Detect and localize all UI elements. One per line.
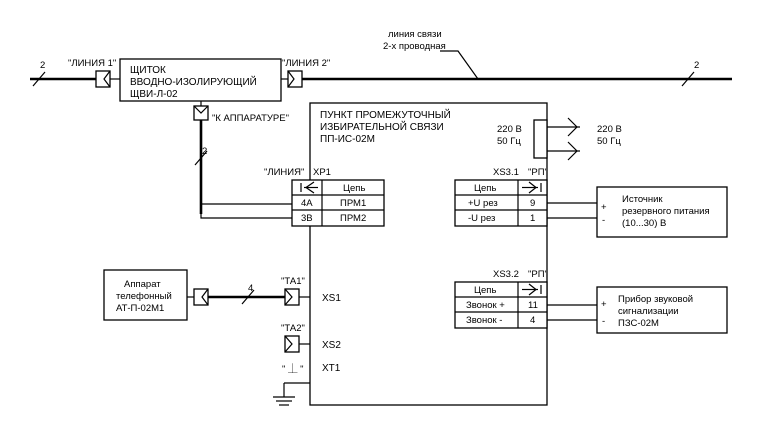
xs32-header: Цепь	[474, 285, 496, 296]
xs31-name: "РП"	[528, 167, 548, 178]
shield-block	[95, 58, 303, 121]
sound-alarm-title-2: сигнализации	[618, 306, 679, 317]
station-title-3: ПП-ИС-02М	[320, 134, 375, 145]
line1-label: "ЛИНИЯ 1"	[68, 58, 116, 69]
xs1-ref: XS1	[322, 293, 341, 304]
xs31-header: Цепь	[474, 183, 496, 194]
xs31-ref: XS3.1	[493, 167, 519, 178]
sound-alarm-title-3: ПЗС-02М	[618, 318, 659, 329]
xs32-row1-circuit: Звонок +	[466, 300, 505, 311]
reserve-power-title-3: (10...30) В	[622, 218, 666, 229]
xs32-name: "РП"	[528, 269, 548, 280]
comm-line-label-1: линия связи	[388, 29, 442, 40]
xp1-name: "ЛИНИЯ"	[264, 167, 304, 178]
sound-alarm-plus: +	[601, 299, 607, 310]
wire-count-down: 2	[202, 146, 207, 157]
xs31-table	[454, 179, 597, 227]
station-title-2: ИЗБИРАТЕЛЬНОЙ СВЯЗИ	[320, 120, 444, 133]
xs31-row1-circuit: +U рез	[468, 198, 498, 209]
station-title-1: ПУНКТ ПРОМЕЖУТОЧНЫЙ	[320, 108, 451, 121]
xp1-table	[291, 179, 385, 227]
telephone-title-2: телефонный	[116, 291, 172, 302]
wire-count-right: 2	[694, 60, 699, 71]
xs32-row2-pin: 4	[530, 315, 535, 326]
xp1-row2-circuit: ПРМ2	[340, 213, 366, 224]
xs32-row2-circuit: Звонок -	[466, 315, 502, 326]
telephone-wire-count: 4	[248, 283, 253, 294]
ta1-label: "ТА1"	[281, 276, 305, 287]
power-out-frequency: 50 Гц	[597, 136, 621, 147]
station-block	[309, 102, 548, 406]
reserve-power-block	[596, 186, 728, 238]
ground-label: " ⏊ "	[282, 363, 304, 375]
xs1-socket	[284, 288, 310, 306]
to-equipment-label: "К АППАРАТУРЕ"	[212, 113, 289, 124]
xs31-row2-pin: 1	[530, 213, 535, 224]
ground-terminal	[273, 382, 310, 406]
line-to-xp1	[194, 120, 292, 219]
communication-line	[30, 50, 732, 87]
reserve-power-minus: -	[602, 215, 605, 226]
telephone-title-3: АТ-П-02М1	[116, 303, 164, 314]
telephone-block	[103, 269, 285, 321]
xs32-ref: XS3.2	[493, 269, 519, 280]
shield-title-2: ВВОДНО-ИЗОЛИРУЮЩИЙ	[130, 75, 257, 88]
xp1-ref: ХР1	[313, 167, 331, 178]
reserve-power-title-1: Источник	[622, 194, 663, 205]
ta2-label: "ТА2"	[281, 323, 305, 334]
power-out-voltage: 220 В	[597, 124, 622, 135]
xs31-row2-circuit: -U рез	[468, 213, 495, 224]
xp1-header: Цепь	[343, 183, 365, 194]
wire-count-left: 2	[40, 60, 45, 71]
xp1-row1-circuit: ПРМ1	[340, 198, 366, 209]
sound-alarm-minus: -	[602, 316, 605, 327]
sound-alarm-block	[596, 286, 728, 334]
sound-alarm-title-1: Прибор звуковой	[618, 294, 693, 305]
shield-title-3: ЩВИ-Л-02	[130, 89, 178, 100]
xs32-row1-pin: 11	[528, 300, 538, 311]
xt1-ref: XT1	[322, 363, 341, 374]
telephone-title-1: Аппарат	[124, 279, 161, 290]
power-plug	[533, 117, 580, 161]
xp1-row1-pin: 4А	[301, 198, 313, 209]
line2-label: "ЛИНИЯ 2"	[282, 58, 330, 69]
xs31-row1-pin: 9	[530, 198, 535, 209]
reserve-power-title-2: резервного питания	[622, 206, 710, 217]
power-in-voltage: 220 В	[497, 124, 522, 135]
xs2-socket	[284, 335, 310, 353]
reserve-power-plus: +	[601, 202, 607, 213]
comm-line-label-2: 2-х проводная	[383, 41, 446, 52]
xp1-row2-pin: 3В	[301, 213, 313, 224]
xs2-ref: XS2	[322, 340, 341, 351]
power-in-frequency: 50 Гц	[497, 136, 521, 147]
shield-title-1: ЩИТОК	[130, 65, 166, 76]
xs32-table	[454, 281, 597, 329]
